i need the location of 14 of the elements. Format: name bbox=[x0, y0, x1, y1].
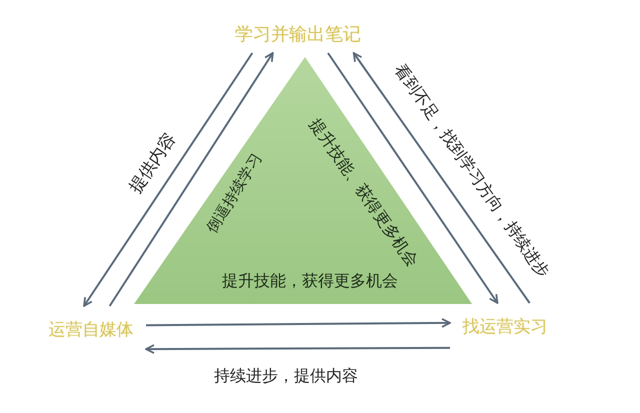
arrow bbox=[146, 318, 451, 328]
edge-label: 提供内容 bbox=[126, 129, 180, 198]
edge-label: 倒逼持续学习 bbox=[202, 150, 266, 236]
edge-label: 提升技能、获得更多机会 bbox=[306, 114, 422, 270]
edge-label: 提升技能，获得更多机会 bbox=[222, 270, 398, 290]
node-label: 学习并输出笔记 bbox=[235, 24, 361, 46]
arrow bbox=[108, 52, 274, 307]
node-label: 运营自媒体 bbox=[48, 320, 134, 340]
edge-label: 持续进步，提供内容 bbox=[214, 366, 358, 385]
node-label: 找运营实习 bbox=[462, 316, 548, 338]
arrow bbox=[327, 52, 498, 304]
arrow bbox=[352, 52, 530, 304]
arrow bbox=[83, 52, 254, 307]
arrow bbox=[145, 344, 450, 354]
